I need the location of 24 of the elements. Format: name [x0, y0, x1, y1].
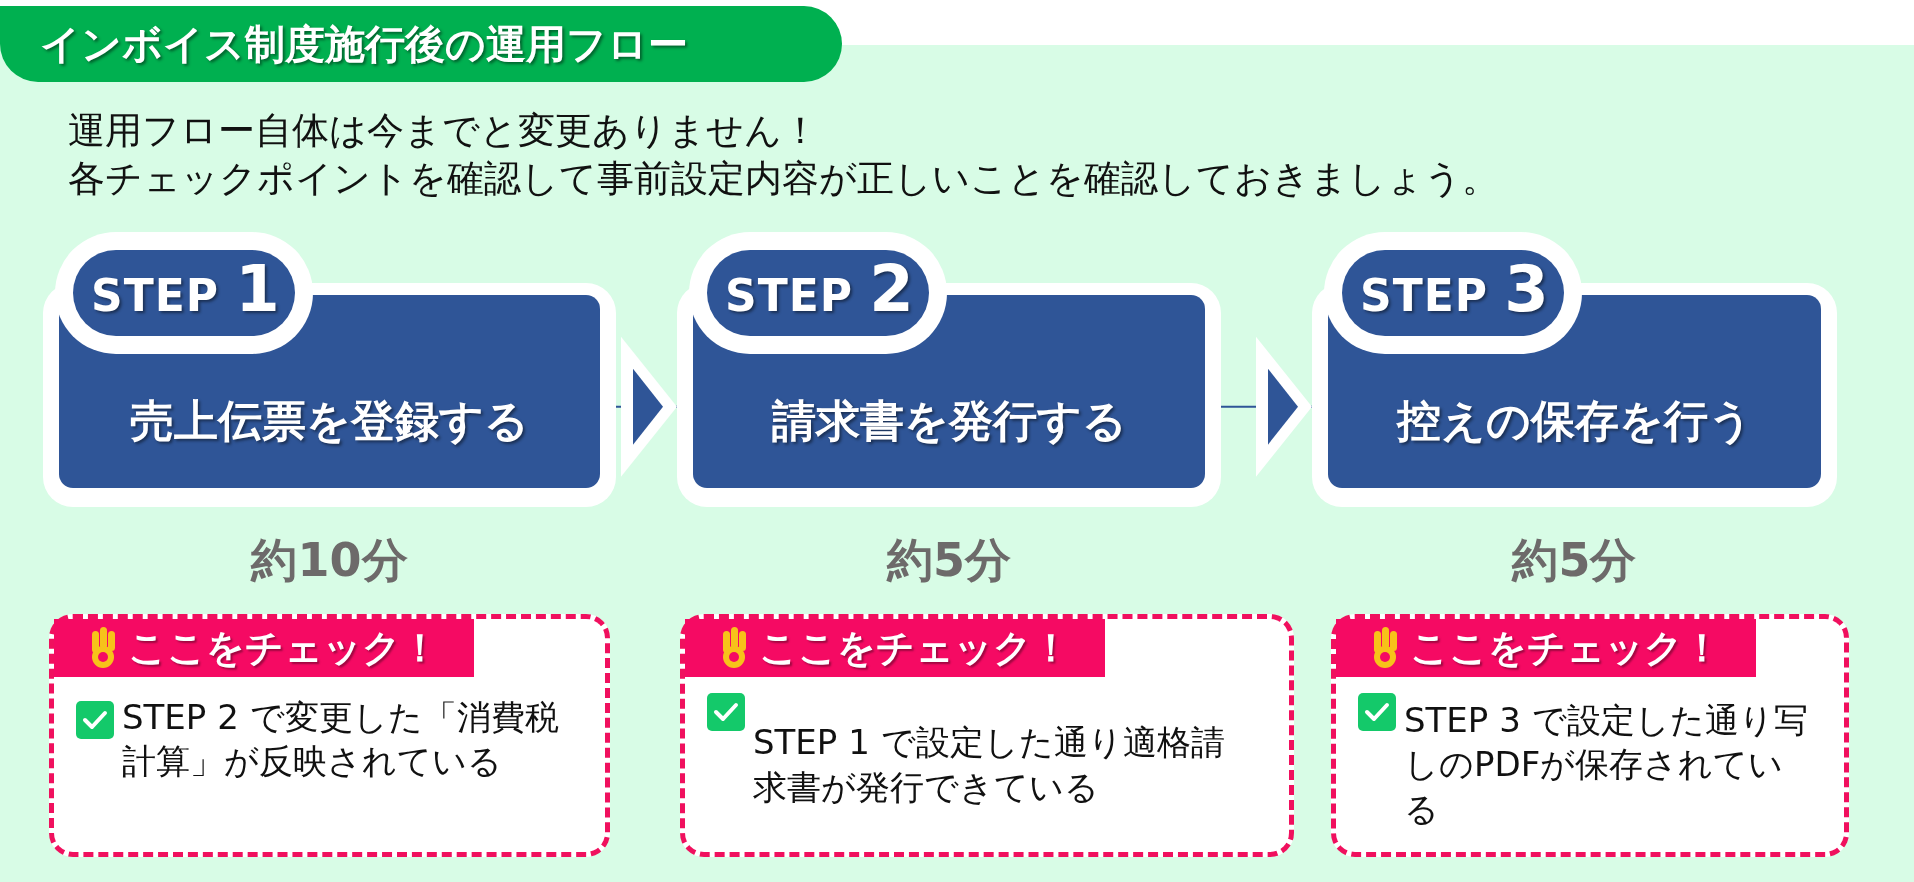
duration-text: 約5分 — [1512, 532, 1637, 589]
step-card — [677, 232, 1221, 507]
duration-text: 約5分 — [887, 532, 1011, 589]
intro-text: 運用フロー自体は今までと変更ありません！ — [68, 108, 819, 154]
duration-text: 約10分 — [251, 532, 408, 589]
header-text: ここをチェック！ — [759, 624, 1070, 672]
check-text: STEP 1 で設定した通り適格請求書が発行できている — [753, 721, 1226, 809]
step-label: STEP 3 — [1360, 252, 1550, 326]
header-text: ここをチェック！ — [1410, 624, 1721, 672]
step-title: 売上伝票を登録する — [129, 394, 530, 448]
step-label: STEP 1 — [91, 252, 281, 326]
step-card — [43, 232, 616, 507]
title-banner: インボイス制度施行後の運用フロー — [0, 6, 842, 82]
checkpoint-card — [1331, 614, 1849, 857]
step-title: 請求書を発行する — [770, 394, 1128, 448]
check-text: STEP 2 で変更した「消費税計算」が反映されている — [122, 696, 560, 784]
checkpoint-card — [49, 614, 610, 857]
checkpoint-card — [680, 614, 1294, 857]
step-card — [1312, 232, 1837, 507]
header-text: ここをチェック！ — [128, 624, 439, 672]
step-label: STEP 2 — [725, 252, 915, 326]
check-text: STEP 3 で設定した通り写しのPDFが保存されている — [1404, 699, 1809, 831]
step-title: 控えの保存を行う — [1395, 394, 1754, 448]
intro-text: 各チェックポイントを確認して事前設定内容が正しいことを確認しておきましょう。 — [68, 156, 1499, 202]
